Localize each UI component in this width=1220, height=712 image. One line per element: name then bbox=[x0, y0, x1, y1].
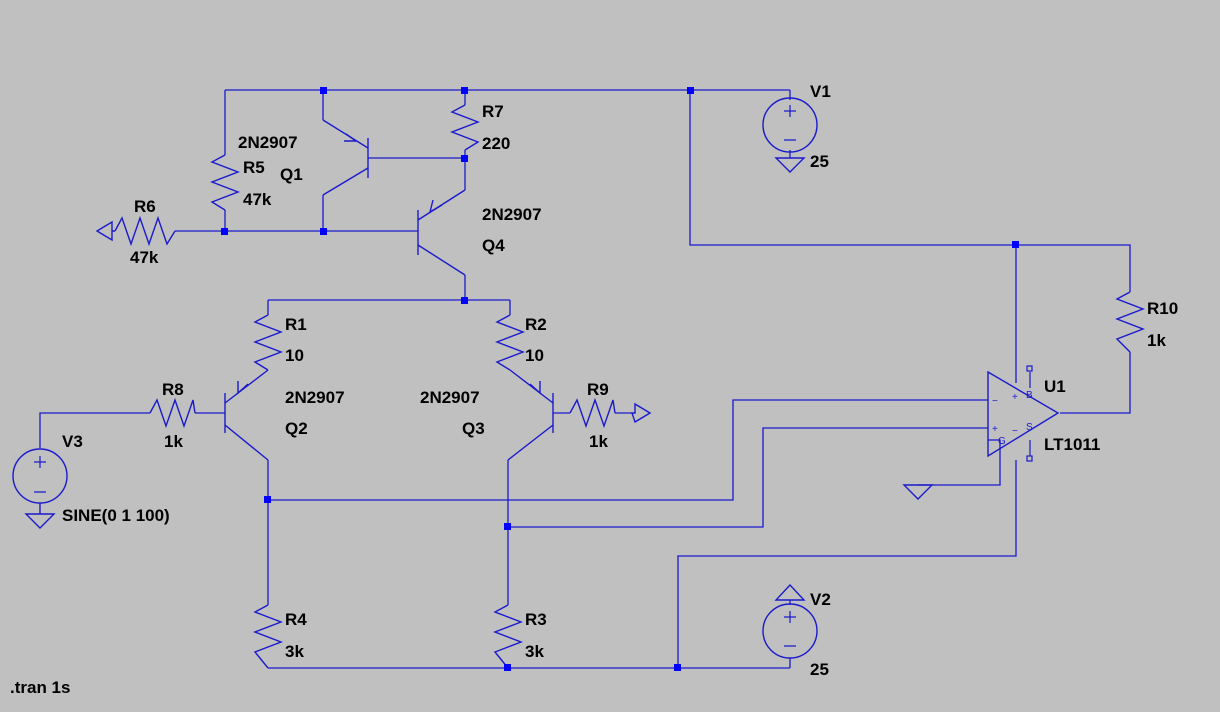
r7-name: R7 bbox=[482, 102, 504, 121]
resistor-r10[interactable]: R10 1k bbox=[1115, 291, 1178, 353]
ground-symbol bbox=[902, 484, 934, 500]
transistor-q2[interactable]: 2N2907 Q2 bbox=[224, 369, 345, 461]
opamp-minus-pin: − bbox=[992, 396, 998, 407]
opamp-vminus-pin: − bbox=[1012, 426, 1018, 437]
resistor-r7[interactable]: R7 220 bbox=[450, 102, 510, 153]
transistor-q4[interactable]: 2N2907 Q4 bbox=[417, 189, 542, 276]
resistor-r5[interactable]: R5 47k bbox=[210, 154, 272, 211]
voltage-source-v2[interactable]: V2 25 bbox=[762, 583, 831, 679]
r2-value: 10 bbox=[525, 346, 544, 365]
q3-name: Q3 bbox=[462, 419, 485, 438]
opamp-s-pin: S bbox=[1026, 422, 1033, 433]
v3-name: V3 bbox=[62, 432, 83, 451]
q1-name: Q1 bbox=[280, 165, 303, 184]
r1-value: 10 bbox=[285, 346, 304, 365]
spice-directive[interactable]: .tran 1s bbox=[10, 678, 70, 697]
opamp-u1[interactable]: − + G B S + − U1 LT1011 bbox=[987, 365, 1100, 462]
r6-name: R6 bbox=[134, 197, 156, 216]
q3-model: 2N2907 bbox=[420, 388, 480, 407]
r3-name: R3 bbox=[525, 610, 547, 629]
r8-name: R8 bbox=[162, 380, 184, 399]
opamp-b-pin: B bbox=[1026, 390, 1033, 401]
r9-value: 1k bbox=[589, 432, 608, 451]
u1-name: U1 bbox=[1044, 377, 1066, 396]
r2-name: R2 bbox=[525, 315, 547, 334]
transistor-q1[interactable]: 2N2907 Q1 bbox=[238, 119, 369, 196]
r4-value: 3k bbox=[285, 642, 304, 661]
resistor-r8[interactable]: R8 1k bbox=[149, 380, 196, 451]
q4-name: Q4 bbox=[482, 236, 505, 255]
q1-model: 2N2907 bbox=[238, 133, 298, 152]
opamp-g-pin: G bbox=[998, 436, 1006, 447]
r5-value: 47k bbox=[243, 190, 272, 209]
net-port-right bbox=[631, 402, 652, 424]
v3-value: SINE(0 1 100) bbox=[62, 506, 170, 525]
resistor-r3[interactable]: R3 3k bbox=[493, 604, 547, 669]
q2-model: 2N2907 bbox=[285, 388, 345, 407]
resistor-r4[interactable]: R4 3k bbox=[253, 604, 307, 669]
r5-name: R5 bbox=[243, 158, 265, 177]
r10-name: R10 bbox=[1147, 299, 1178, 318]
r1-name: R1 bbox=[285, 315, 307, 334]
resistor-r2[interactable]: R2 10 bbox=[495, 314, 547, 371]
v2-value: 25 bbox=[810, 660, 829, 679]
opamp-plus-pin: + bbox=[992, 424, 998, 435]
transistor-q3[interactable]: 2N2907 Q3 bbox=[420, 369, 554, 461]
resistor-r6[interactable]: R6 47k bbox=[114, 197, 176, 267]
r9-name: R9 bbox=[587, 380, 609, 399]
resistor-r1[interactable]: R1 10 bbox=[253, 314, 307, 371]
r6-value: 47k bbox=[130, 248, 159, 267]
opamp-vplus-pin: + bbox=[1012, 392, 1018, 403]
v1-value: 25 bbox=[810, 152, 829, 171]
q2-name: Q2 bbox=[285, 419, 308, 438]
r4-name: R4 bbox=[285, 610, 307, 629]
net-port-left bbox=[95, 220, 115, 242]
v1-name: V1 bbox=[810, 82, 831, 101]
voltage-source-v3[interactable]: V3 SINE(0 1 100) bbox=[12, 432, 170, 529]
junctions bbox=[221, 87, 1019, 671]
v2-name: V2 bbox=[810, 590, 831, 609]
r8-value: 1k bbox=[164, 432, 183, 451]
voltage-source-v1[interactable]: V1 25 bbox=[762, 82, 831, 173]
resistor-r9[interactable]: R9 1k bbox=[569, 380, 616, 451]
r3-value: 3k bbox=[525, 642, 544, 661]
r10-value: 1k bbox=[1147, 331, 1166, 350]
wires bbox=[39, 89, 1131, 669]
u1-model: LT1011 bbox=[1044, 435, 1100, 454]
q4-model: 2N2907 bbox=[482, 205, 542, 224]
r7-value: 220 bbox=[482, 134, 510, 153]
